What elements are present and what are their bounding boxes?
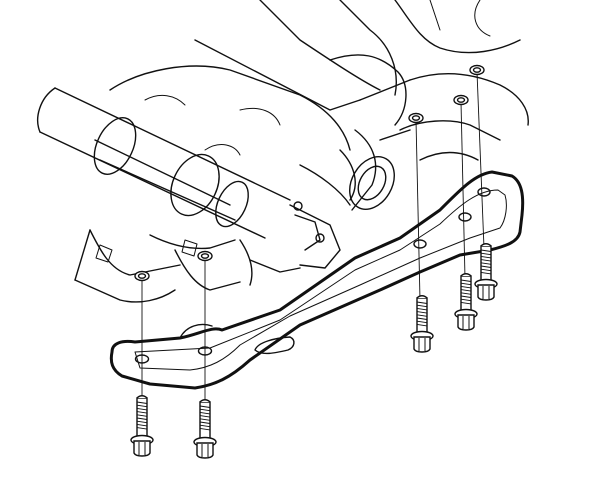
bolt-front-left — [130, 395, 154, 457]
mount-point-right-rear — [453, 94, 469, 106]
leader-line-center — [415, 119, 421, 301]
mount-point-front-left — [134, 270, 150, 282]
bolt-right-front — [474, 243, 498, 301]
leader-line-right-front — [476, 71, 485, 249]
mount-point-center — [408, 112, 424, 124]
bolts — [130, 243, 498, 459]
bolt-center — [410, 295, 434, 353]
leader-line-right-rear — [460, 101, 466, 279]
vehicle-underbody — [37, 0, 529, 303]
mount-point-front-left-inner — [197, 250, 213, 262]
leader-lines — [141, 71, 485, 404]
bolt-right-rear — [454, 273, 478, 331]
mount-point-right-front — [469, 64, 485, 76]
bolt-front-left-inner — [193, 399, 217, 459]
mounting-points — [134, 64, 485, 282]
